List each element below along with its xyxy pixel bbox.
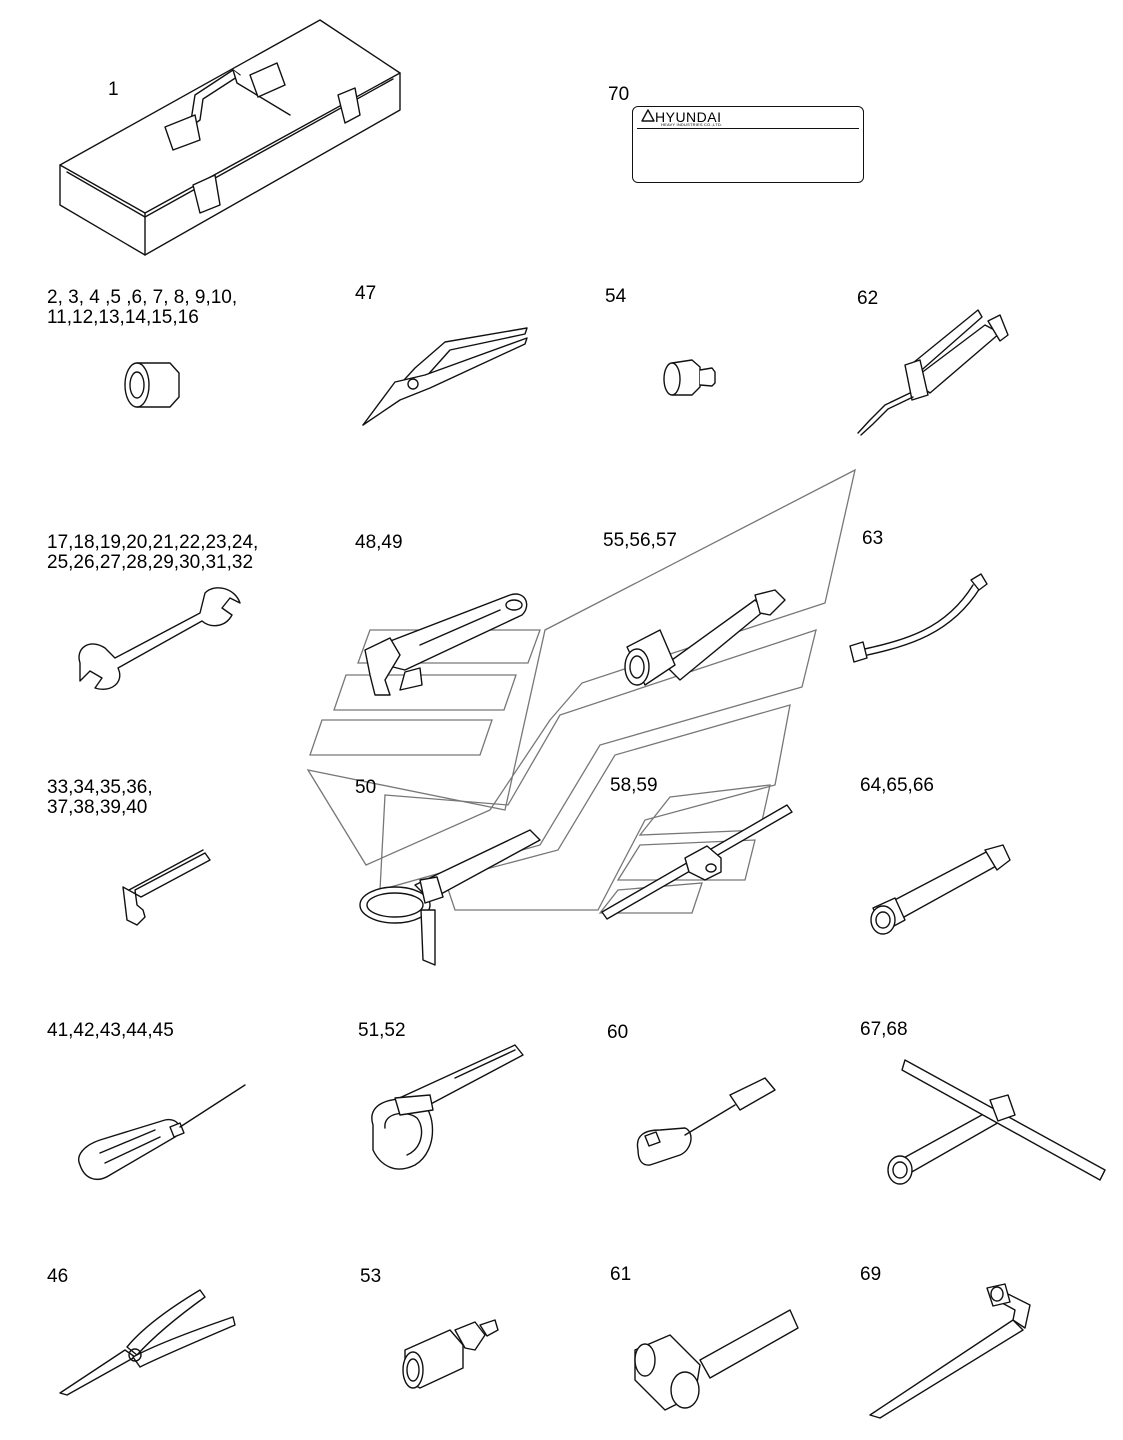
socket-icon <box>124 362 180 408</box>
filter-wrench-icon <box>359 829 541 966</box>
socket-adapter-icon <box>663 359 716 396</box>
spanner-icon <box>78 587 241 690</box>
part-label-61: 61 <box>610 1264 632 1285</box>
extension-socket <box>615 585 795 695</box>
long-nose-pliers <box>55 1285 240 1400</box>
toolbox-icon <box>59 19 401 256</box>
part-label-60: 60 <box>607 1022 629 1043</box>
part-label-1: 1 <box>108 79 119 100</box>
l-wrench-icon <box>869 1283 1031 1419</box>
t-bar-icon <box>601 804 793 920</box>
nameplate-rule <box>637 128 859 129</box>
part-label-50: 50 <box>355 777 377 798</box>
grease-gun-icon <box>857 309 1009 436</box>
part-label-53: 53 <box>360 1266 382 1287</box>
socket-adapter <box>660 355 720 400</box>
t-bar <box>597 800 797 925</box>
t-handle-wrench <box>880 1055 1115 1190</box>
universal-joint-icon <box>402 1319 499 1389</box>
part-label-58-59: 58,59 <box>610 775 658 796</box>
part-label-hex-keys-line1: 33,34,35,36, <box>47 777 153 798</box>
nameplate-brand: HYUNDAI <box>655 109 722 125</box>
part-label-54: 54 <box>605 286 627 307</box>
adjustable-wrench-icon <box>364 593 528 696</box>
box-wrench <box>865 840 1020 940</box>
l-wrench <box>865 1280 1040 1420</box>
filter-wrench <box>355 825 545 970</box>
part-label-sockets-line1: 2, 3, 4 ,5 ,6, 7, 8, 9,10, <box>47 287 238 308</box>
part-label-47: 47 <box>355 283 377 304</box>
nameplate-subtitle: HEAVY INDUSTRIES CO.,LTD. <box>661 122 723 127</box>
part-label-51-52: 51,52 <box>358 1020 406 1041</box>
pliers <box>355 320 535 430</box>
part-label-69: 69 <box>860 1264 882 1285</box>
grease-hose-icon <box>849 573 988 663</box>
t-handle-wrench-icon <box>887 1059 1106 1185</box>
part-label-spanners-line1: 17,18,19,20,21,22,23,24, <box>47 532 259 553</box>
strap-wrench <box>355 1040 530 1190</box>
box-wrench-icon <box>870 844 1011 935</box>
hammer <box>630 1300 805 1415</box>
ratchet <box>630 1070 780 1170</box>
pliers-icon <box>362 327 528 426</box>
part-label-48-49: 48,49 <box>355 532 403 553</box>
part-label-41-45: 41,42,43,44,45 <box>47 1020 174 1041</box>
ratchet-icon <box>636 1077 776 1166</box>
part-label-hex-keys-line2: 37,38,39,40 <box>47 797 148 818</box>
part-label-63: 63 <box>862 528 884 549</box>
spanner <box>70 583 250 693</box>
part-label-64-66: 64,65,66 <box>860 775 934 796</box>
part-label-55-57: 55,56,57 <box>603 530 677 551</box>
hex-key <box>115 845 215 930</box>
part-label-sockets-line2: 11,12,13,14,15,16 <box>47 307 199 328</box>
screwdriver-icon <box>78 1084 246 1181</box>
hex-key-icon <box>122 849 211 926</box>
socket <box>115 355 195 415</box>
part-label-62: 62 <box>857 288 879 309</box>
brand-triangle-icon <box>641 109 655 122</box>
universal-joint <box>395 1310 505 1400</box>
part-label-70: 70 <box>608 84 630 105</box>
part-label-46: 46 <box>47 1266 69 1287</box>
long-nose-pliers-icon <box>59 1289 236 1396</box>
part-label-spanners-line2: 25,26,27,28,29,30,31,32 <box>47 552 254 573</box>
adjustable-wrench <box>360 590 540 700</box>
strap-wrench-icon <box>371 1044 524 1170</box>
grease-gun <box>850 305 1015 440</box>
toolbox <box>55 15 405 260</box>
screwdriver <box>70 1075 250 1190</box>
extension-socket-icon <box>624 589 786 686</box>
grease-hose <box>845 570 995 665</box>
part-label-67-68: 67,68 <box>860 1019 908 1040</box>
nameplate: HYUNDAI HEAVY INDUSTRIES CO.,LTD. <box>632 106 864 183</box>
hammer-icon <box>634 1309 799 1411</box>
